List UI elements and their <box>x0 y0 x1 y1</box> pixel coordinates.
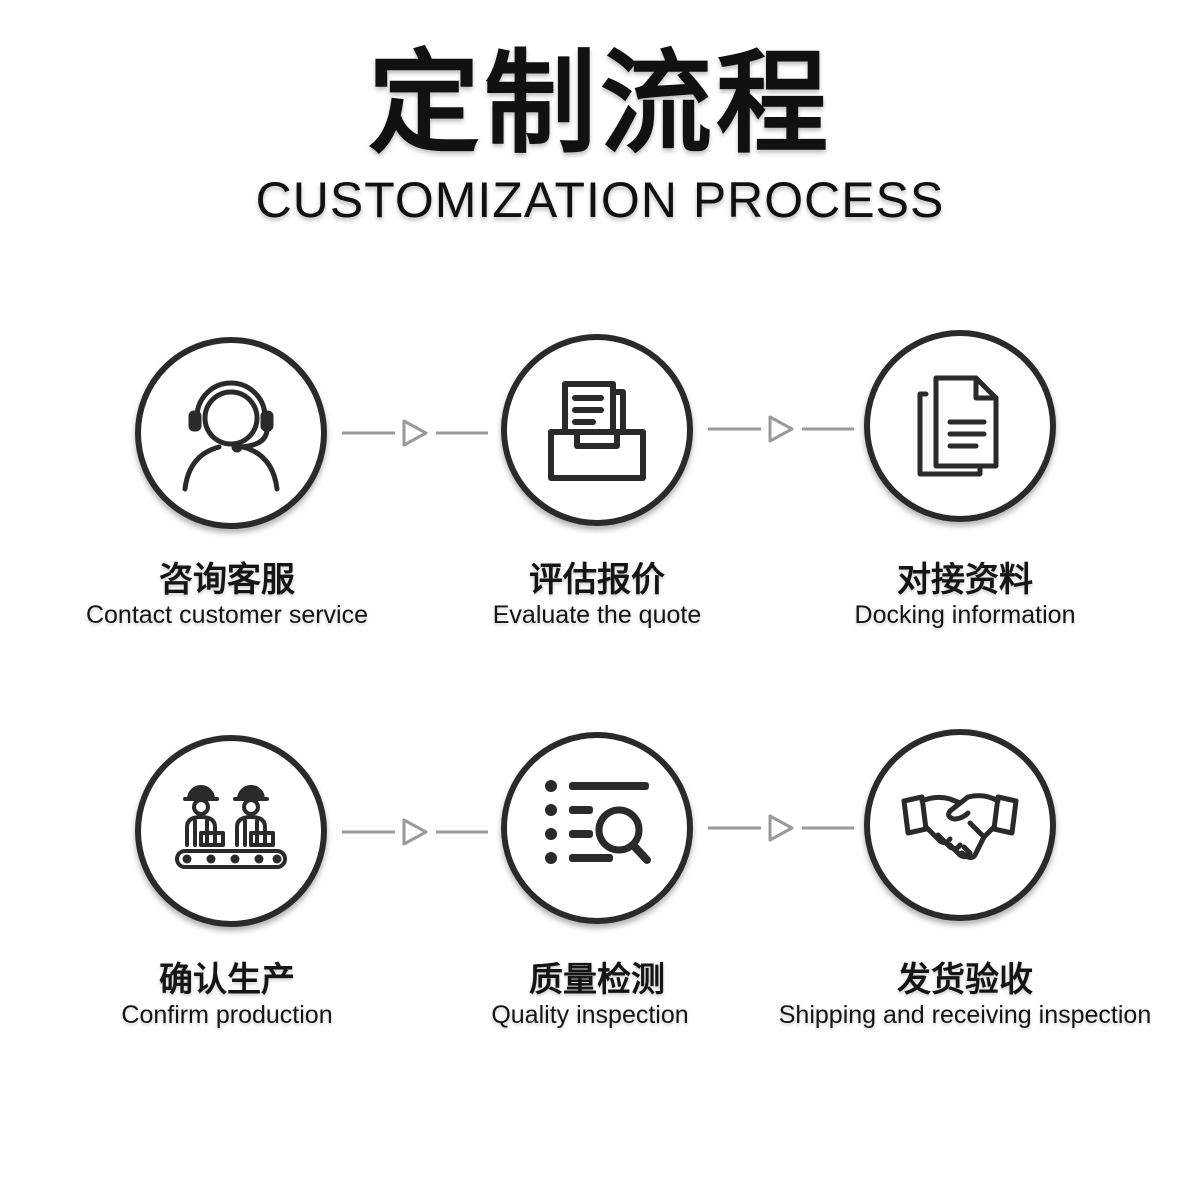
arrow-connector <box>342 419 488 447</box>
step-circle <box>864 330 1056 522</box>
step-label-cn: 对接资料 <box>897 560 1033 600</box>
step-label-en: Shipping and receiving inspection <box>778 1001 1152 1029</box>
step-label-en: Confirm production <box>121 1001 333 1029</box>
step-circle <box>135 735 327 927</box>
step-circle <box>864 729 1056 921</box>
page-title-cn: 定制流程 <box>368 39 832 169</box>
document-tray-icon <box>548 381 646 481</box>
step-circle <box>501 334 693 526</box>
step-label-en: Docking information <box>854 601 1076 629</box>
arrow-connector <box>708 814 854 842</box>
workers-conveyor-icon <box>175 785 287 869</box>
step-label-cn: 确认生产 <box>159 960 295 1000</box>
step-label-en: Evaluate the quote <box>492 601 702 629</box>
page-title-en: CUSTOMIZATION PROCESS <box>255 172 945 228</box>
arrow-connector <box>708 415 854 443</box>
step-label-cn: 质量检测 <box>529 960 665 1000</box>
step-label-cn: 评估报价 <box>529 560 665 600</box>
step-circle <box>501 732 693 924</box>
arrow-connector <box>342 818 488 846</box>
customer-service-headset-icon <box>182 380 280 492</box>
step-label-en: Contact customer service <box>85 601 369 629</box>
handshake-icon <box>901 793 1019 860</box>
list-magnifier-icon <box>545 780 651 864</box>
documents-icon <box>917 375 999 477</box>
step-label-cn: 发货验收 <box>897 960 1033 1000</box>
step-label-en: Quality inspection <box>491 1001 689 1029</box>
step-label-cn: 咨询客服 <box>159 560 295 600</box>
step-circle <box>135 337 327 529</box>
